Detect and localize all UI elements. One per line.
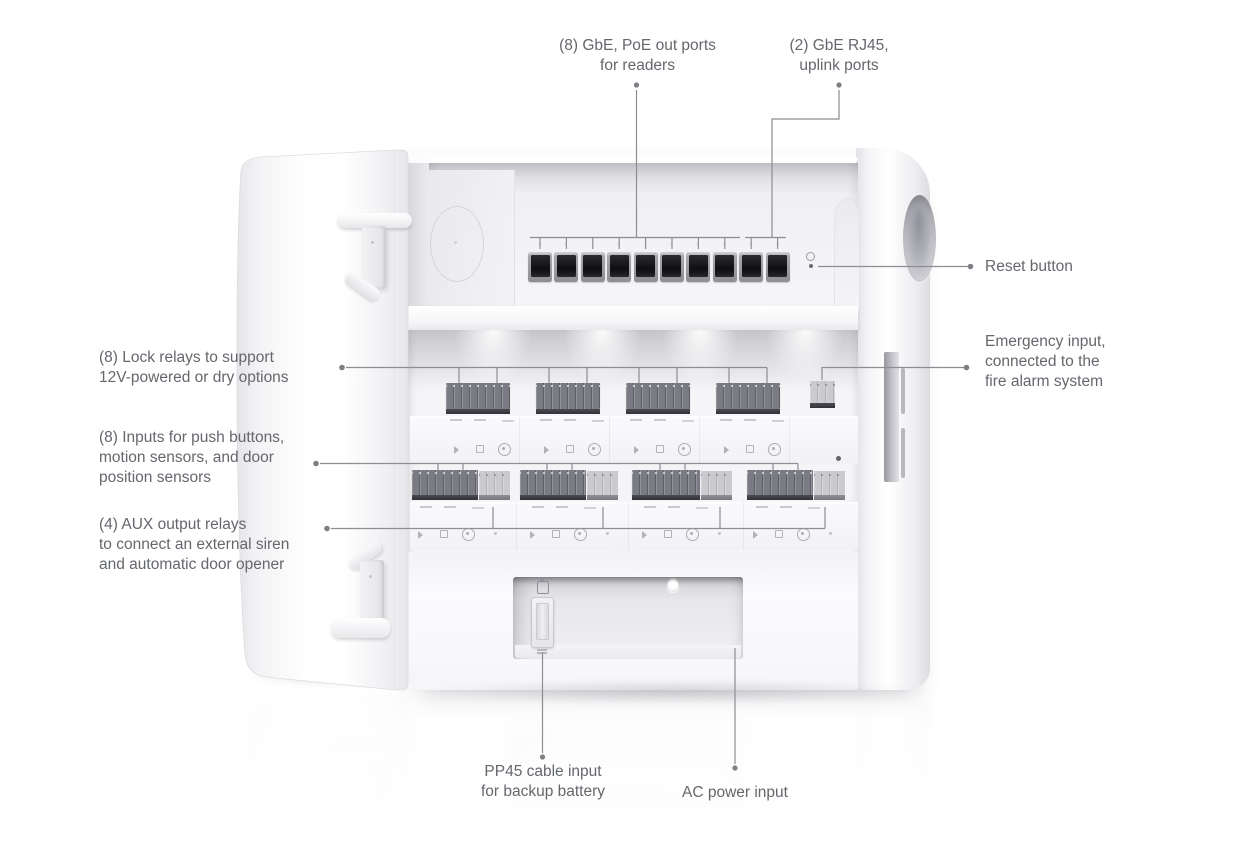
panel-screw [836,456,841,461]
dry-contact-icon [476,445,484,453]
enclosure-shadow [420,680,930,704]
siren-contact-icon [440,530,448,538]
input-terminal-block [747,470,813,496]
label-inputs: (8) Inputs for push buttons, motion sens… [99,429,285,486]
side-vent-slot [901,428,905,478]
rj45-uplink-port [765,252,790,282]
relay-icon [544,446,549,454]
enclosure-top-edge [428,157,858,161]
interior-arch [834,198,860,313]
label-reset-button: Reset button [985,258,1073,275]
relay-icon [454,446,459,454]
lock-icon [768,443,781,456]
interior-shelf [408,306,858,330]
aux-terminal-block [701,471,732,495]
label-ac-power: AC power input [682,784,788,801]
label-uplink-ports: (2) GbE RJ45, uplink ports [789,37,889,74]
rj45-port [633,252,658,282]
hinge-knuckle [332,618,390,638]
relay-icon [753,531,758,539]
siren-contact-icon [664,530,672,538]
mounting-hole [666,578,680,592]
dry-contact-icon [656,445,664,453]
relay-icon [724,446,729,454]
rj45-port [659,252,684,282]
rj45-port [580,252,605,282]
ethernet-ports [528,252,794,282]
lock-icon [498,443,511,456]
rj45-port [607,252,632,282]
hinge-knuckle [338,213,412,228]
rj45-port [686,252,711,282]
siren-contact-icon [775,530,783,538]
relay-icon [418,531,423,539]
dry-contact-icon [746,445,754,453]
reset-button [809,264,813,268]
emergency-input-block [810,381,835,405]
input-terminal-block [520,470,586,496]
label-lock-relays: (8) Lock relays to support 12V-powered o… [99,349,289,386]
aux-terminal-block [587,471,618,495]
lock-icon [678,443,691,456]
relay-icon [530,531,535,539]
battery-icon [537,579,549,594]
siren-contact-icon [552,530,560,538]
relay-icon [634,446,639,454]
lock-relay-terminal-block [536,383,600,409]
lock-relay-terminal-block [716,383,780,409]
label-pp45: PP45 cable input for backup battery [480,763,606,800]
hinge-plate [360,560,384,622]
interior-left-wall [408,163,429,312]
rj45-port [712,252,737,282]
rj45-uplink-port [739,252,764,282]
label-emergency-input: Emergency input, connected to the fire a… [985,333,1106,390]
label-poe-ports: (8) GbE, PoE out ports for readers [559,37,716,74]
hinge-plate [362,226,386,288]
lock-relay-terminal-block [626,383,690,409]
lock-icon [588,443,601,456]
input-terminal-block [632,470,700,496]
reset-icon [806,252,815,261]
cable-passthrough-hole [903,195,936,282]
knockout-center-dot [454,241,457,244]
rj45-port [554,252,579,282]
label-aux-relays: (4) AUX output relays to connect an exte… [99,516,290,573]
relay-icon [642,531,647,539]
aux-terminal-block [814,471,845,495]
side-vent-slot [901,368,905,414]
side-cable-channel [884,352,899,482]
pp45-slot-opening [536,603,549,640]
lock-relay-terminal-block [446,383,510,409]
knockout-circle [430,206,484,282]
input-terminal-block [412,470,478,496]
dry-contact-icon [566,445,574,453]
aux-terminal-block [479,471,510,495]
lock-relay-modules [410,416,858,464]
compartment-floor [515,645,741,658]
aux-modules [410,502,858,550]
rj45-port [528,252,552,282]
